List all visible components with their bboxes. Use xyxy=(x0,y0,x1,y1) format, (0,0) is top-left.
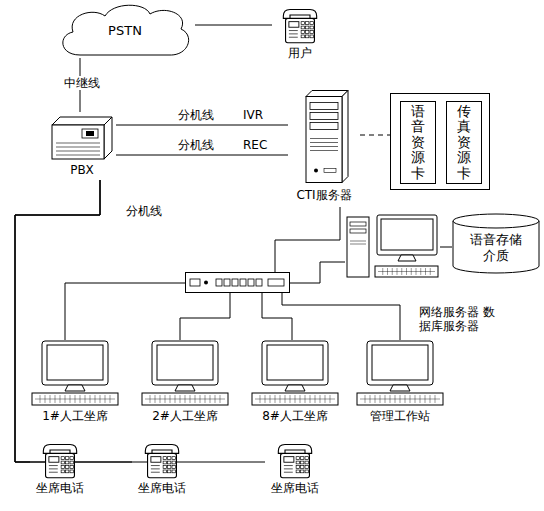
text-holder: PBX xyxy=(48,163,116,177)
line-connector xyxy=(65,283,185,340)
text-holder: 语音存储介质 xyxy=(452,213,540,275)
resource-card-box: 语音资源卡 传真资源卡 xyxy=(390,93,490,190)
text-holder: PSTN xyxy=(55,3,195,58)
node-label: CTI服务器 xyxy=(296,188,351,202)
monitor-icon xyxy=(355,340,445,408)
line-connector xyxy=(180,293,230,340)
pbx-icon xyxy=(48,112,116,162)
storage-cylinder: 语音存储介质 xyxy=(452,213,540,275)
line-connector xyxy=(290,262,345,283)
pbx-drawing xyxy=(48,112,116,162)
node-label: 坐席电话 xyxy=(271,481,319,495)
tower-drawing xyxy=(288,88,360,187)
device-icon-node: CTI服务器 xyxy=(288,88,360,207)
device-icon-node: 用户 xyxy=(272,5,328,67)
tower-icon xyxy=(288,88,360,187)
text-holder: 坐席电话 xyxy=(265,481,325,495)
text-holder: CTI服务器 xyxy=(288,188,360,202)
device-icon-node: 8#人工坐席 xyxy=(250,340,340,428)
node-label: PSTN xyxy=(108,23,142,39)
resource-card: 传真资源卡 xyxy=(446,101,482,184)
node-label: PBX xyxy=(70,163,94,177)
text-holder: 管理工作站 xyxy=(355,409,445,423)
node-label: 1#人工坐席 xyxy=(42,409,108,423)
phone-icon xyxy=(272,5,328,45)
network-switch xyxy=(185,272,290,293)
line-connector xyxy=(195,25,272,26)
phone-icon xyxy=(265,440,325,480)
phone-drawing xyxy=(265,440,325,480)
node-label: 8#人工坐席 xyxy=(262,409,328,423)
phone-icon xyxy=(30,440,90,480)
node-label: 语音资源卡 xyxy=(411,104,425,181)
monitor-drawing xyxy=(250,340,340,408)
line-tag: IVR xyxy=(241,108,265,122)
line-connector xyxy=(262,293,292,340)
device-icon-node: PBX xyxy=(48,112,116,180)
text-holder: 用户 xyxy=(272,46,328,60)
node-label: 坐席电话 xyxy=(138,481,186,495)
line-label: 分机线 xyxy=(176,108,216,122)
line-label: 分机线 xyxy=(176,138,216,152)
line-connector xyxy=(282,293,400,340)
monitor-icon xyxy=(250,340,340,408)
line-connector xyxy=(116,155,288,156)
text-holder: 坐席电话 xyxy=(132,481,192,495)
phone-drawing xyxy=(30,440,90,480)
phone-drawing xyxy=(132,440,192,480)
monitor-drawing xyxy=(30,340,120,408)
line-label: 分机线 xyxy=(124,204,164,218)
switch-ports xyxy=(186,273,289,292)
node-label: 管理工作站 xyxy=(370,409,430,423)
device-icon-node: 1#人工坐席 xyxy=(30,340,120,428)
text-holder: 语音资源卡 xyxy=(401,102,435,183)
device-icon-node: 坐席电话 xyxy=(30,440,90,502)
line-connector xyxy=(440,247,452,248)
device-icon-node: 管理工作站 xyxy=(355,340,445,428)
node-label: 网络服务器 数据库服务器 xyxy=(419,305,495,333)
monitor-drawing xyxy=(140,340,230,408)
monitor-icon xyxy=(140,340,230,408)
server-node: 网络服务器 数据库服务器 xyxy=(345,213,440,281)
line-connector xyxy=(15,180,265,462)
dashed-connector xyxy=(360,135,390,136)
phone-icon xyxy=(132,440,192,480)
resource-card: 语音资源卡 xyxy=(400,101,436,184)
line-label: 中继线 xyxy=(62,76,102,90)
text-holder: 传真资源卡 xyxy=(447,102,481,183)
server-icon xyxy=(345,213,440,281)
network-cloud: PSTN xyxy=(55,3,195,58)
text-holder: 1#人工坐席 xyxy=(30,409,120,423)
device-icon-node: 坐席电话 xyxy=(132,440,192,502)
text-holder: 网络服务器 数据库服务器 xyxy=(419,305,503,334)
device-icon-node: 2#人工坐席 xyxy=(140,340,230,428)
phone-drawing xyxy=(272,5,328,45)
node-label: 用户 xyxy=(288,46,312,60)
node-label: 语音存储介质 xyxy=(469,232,523,263)
device-icon-node: 坐席电话 xyxy=(265,440,325,502)
monitor-drawing xyxy=(355,340,445,408)
text-holder: 坐席电话 xyxy=(30,481,90,495)
monitor-icon xyxy=(30,340,120,408)
text-holder: 8#人工坐席 xyxy=(250,409,340,423)
line-connector xyxy=(116,125,288,126)
node-label: 传真资源卡 xyxy=(457,104,471,181)
line-tag: REC xyxy=(241,138,269,152)
line-connector xyxy=(15,180,132,462)
server-drawing xyxy=(345,213,440,281)
node-label: 2#人工坐席 xyxy=(152,409,218,423)
node-label: 坐席电话 xyxy=(36,481,84,495)
text-holder xyxy=(186,273,289,292)
text-holder: 2#人工坐席 xyxy=(140,409,230,423)
